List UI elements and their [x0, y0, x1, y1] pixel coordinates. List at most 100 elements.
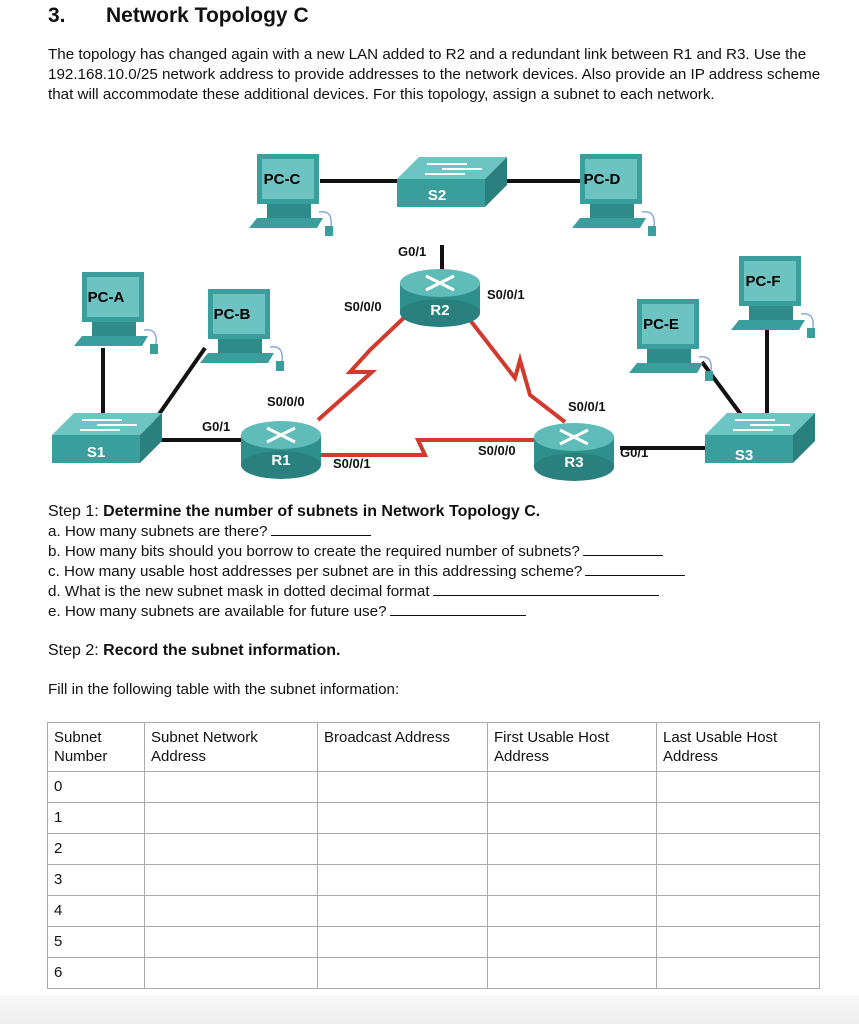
router-r3[interactable]: R3: [532, 421, 616, 483]
last-host-cell[interactable]: [656, 895, 820, 927]
question-e: e. How many subnets are available for fu…: [48, 601, 526, 622]
svg-text:PC-E: PC-E: [643, 316, 679, 333]
broadcast-address-cell[interactable]: [317, 926, 488, 958]
broadcast-address-cell[interactable]: [317, 957, 488, 989]
subnet-number-cell: 6: [47, 957, 145, 989]
network-address-cell[interactable]: [144, 895, 318, 927]
network-address-cell[interactable]: [144, 833, 318, 865]
network-address-cell[interactable]: [144, 957, 318, 989]
last-host-cell[interactable]: [656, 802, 820, 834]
table-row: 2: [47, 833, 820, 865]
pc-b[interactable]: PC-B: [199, 288, 285, 372]
svg-text:G0/1: G0/1: [398, 244, 426, 259]
router-r2[interactable]: R2: [398, 267, 482, 329]
network-address-cell[interactable]: [144, 771, 318, 803]
ethernet-links: [101, 179, 769, 450]
table-row: 0: [47, 771, 820, 803]
intro-paragraph: The topology has changed again with a ne…: [48, 46, 821, 103]
broadcast-address-cell[interactable]: [317, 771, 488, 803]
first-host-cell[interactable]: [487, 771, 657, 803]
last-host-cell[interactable]: [656, 926, 820, 958]
svg-text:S0/0/1: S0/0/1: [568, 399, 606, 414]
table-row: 3: [47, 864, 820, 896]
pc-f[interactable]: PC-F: [730, 255, 816, 339]
router-r1[interactable]: R1: [239, 419, 323, 481]
svg-text:S0/0/0: S0/0/0: [344, 299, 382, 314]
first-host-cell[interactable]: [487, 895, 657, 927]
switch-s1[interactable]: S1: [51, 412, 163, 464]
question-c-text: c. How many usable host addresses per su…: [48, 563, 583, 580]
table-row: 1: [47, 802, 820, 834]
question-a-text: a. How many subnets are there?: [48, 523, 268, 540]
pc-a[interactable]: PC-A: [73, 271, 159, 355]
svg-text:S0/0/1: S0/0/1: [333, 456, 371, 471]
svg-text:S0/0/0: S0/0/0: [478, 443, 516, 458]
subnet-number-cell: 0: [47, 771, 145, 803]
svg-text:G0/1: G0/1: [620, 445, 648, 460]
pc-c[interactable]: PC-C: [248, 153, 334, 237]
broadcast-address-cell[interactable]: [317, 802, 488, 834]
table-row: 6: [47, 957, 820, 989]
svg-text:PC-B: PC-B: [214, 306, 251, 323]
broadcast-address-cell[interactable]: [317, 864, 488, 896]
svg-text:S0/0/1: S0/0/1: [487, 287, 525, 302]
svg-text:S2: S2: [428, 187, 446, 204]
answer-e-blank[interactable]: [389, 601, 526, 616]
svg-text:R3: R3: [564, 454, 583, 471]
question-e-text: e. How many subnets are available for fu…: [48, 603, 387, 620]
pc-e[interactable]: PC-E: [628, 298, 714, 382]
answer-a-blank[interactable]: [270, 521, 371, 536]
step1-title: Determine the number of subnets in Netwo…: [103, 503, 541, 520]
first-host-cell[interactable]: [487, 926, 657, 958]
subnet-number-cell: 3: [47, 864, 145, 896]
question-d: d. What is the new subnet mask in dotted…: [48, 581, 659, 602]
svg-text:G0/1: G0/1: [202, 419, 230, 434]
serial-links: [316, 310, 567, 457]
answer-c-blank[interactable]: [585, 561, 686, 576]
switch-s3[interactable]: S3: [704, 412, 816, 464]
subnet-number-cell: 1: [47, 802, 145, 834]
last-host-cell[interactable]: [656, 957, 820, 989]
svg-text:PC-C: PC-C: [264, 171, 301, 188]
step2-prefix: Step 2:: [48, 642, 104, 659]
first-host-cell[interactable]: [487, 957, 657, 989]
page-footer-shadow: [0, 995, 859, 1024]
question-a: a. How many subnets are there?: [48, 521, 371, 542]
last-host-cell[interactable]: [656, 771, 820, 803]
first-host-cell[interactable]: [487, 802, 657, 834]
table-instruction: Fill in the following table with the sub…: [48, 681, 400, 698]
answer-b-blank[interactable]: [582, 541, 663, 556]
section-number: 3.: [48, 4, 66, 27]
svg-text:R2: R2: [430, 302, 449, 319]
first-host-cell[interactable]: [487, 833, 657, 865]
svg-text:S3: S3: [735, 447, 753, 464]
question-d-text: d. What is the new subnet mask in dotted…: [48, 583, 430, 600]
step1-heading: Step 1: Determine the number of subnets …: [48, 502, 540, 522]
question-b: b. How many bits should you borrow to cr…: [48, 541, 663, 562]
last-host-cell[interactable]: [656, 864, 820, 896]
network-address-cell[interactable]: [144, 864, 318, 896]
answer-d-blank[interactable]: [432, 581, 659, 596]
subnet-number-cell: 2: [47, 833, 145, 865]
table-row: 4: [47, 895, 820, 927]
broadcast-address-cell[interactable]: [317, 833, 488, 865]
step2-heading: Step 2: Record the subnet information.: [48, 641, 341, 661]
pc-d[interactable]: PC-D: [571, 153, 657, 237]
question-c: c. How many usable host addresses per su…: [48, 561, 686, 582]
last-host-cell[interactable]: [656, 833, 820, 865]
switch-s2[interactable]: S2: [396, 156, 508, 208]
network-address-cell[interactable]: [144, 926, 318, 958]
network-address-cell[interactable]: [144, 802, 318, 834]
subnet-number-cell: 4: [47, 895, 145, 927]
network-topology-diagram: PC-C PC-D PC-A PC-B PC-E PC-F S2 S1 S3 R…: [51, 153, 816, 483]
broadcast-address-cell[interactable]: [317, 895, 488, 927]
section-title-text: Network Topology C: [106, 4, 309, 27]
svg-text:PC-D: PC-D: [584, 171, 621, 188]
header-broadcast-address: Broadcast Address: [317, 722, 488, 772]
table-row: 5: [47, 926, 820, 958]
first-host-cell[interactable]: [487, 864, 657, 896]
